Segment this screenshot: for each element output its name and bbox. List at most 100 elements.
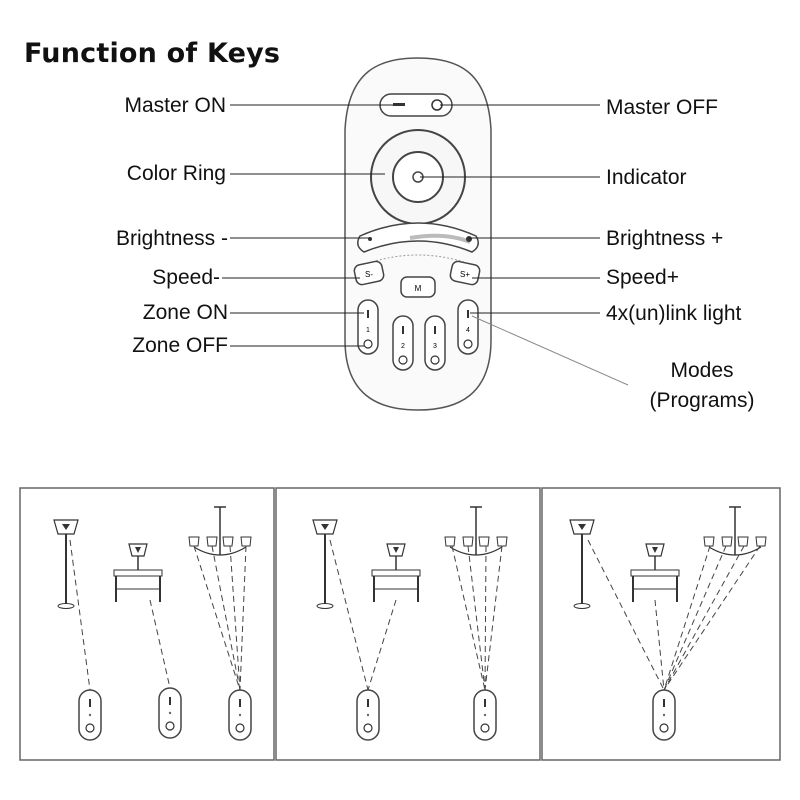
mini-remote-dot — [238, 713, 242, 717]
signal-line — [193, 545, 241, 691]
mini-remote-off — [363, 723, 373, 733]
signal-line — [484, 545, 487, 691]
table-top — [371, 569, 421, 577]
table-lamp — [371, 543, 421, 602]
chandelier — [703, 506, 767, 556]
label-brightness-minus: Brightness - — [115, 227, 228, 250]
leader-modes — [471, 315, 629, 386]
mini-remote-on — [89, 699, 91, 707]
signal-line — [663, 545, 761, 691]
mini-remote — [158, 687, 182, 739]
mini-remote-dot — [168, 711, 172, 715]
signal-line — [69, 539, 91, 691]
page-title: Function of Keys — [24, 38, 281, 69]
mini-remote-off — [659, 723, 669, 733]
panel-individual — [19, 487, 275, 761]
brightness-gradient — [409, 233, 471, 244]
signal-line — [484, 545, 503, 691]
signal-line — [654, 599, 665, 691]
chandelier-bulb — [206, 536, 218, 547]
remote-control: S- M S+ 1 2 3 4 — [344, 57, 492, 411]
label-brightness-plus: Brightness + — [606, 227, 724, 250]
lamp-base — [573, 603, 591, 609]
speed-minus-button-label: S- — [365, 270, 373, 279]
lamp-bulb — [62, 524, 70, 530]
mini-remote-on — [663, 699, 665, 707]
mini-remote — [473, 689, 497, 741]
mini-remote — [356, 689, 380, 741]
zone-1-number: 1 — [366, 327, 370, 334]
signal-line — [587, 539, 665, 691]
label-modes: Modes (Programs) — [632, 356, 772, 416]
mini-remote-dot — [366, 713, 370, 717]
zone-4-on-mark — [467, 310, 469, 318]
floor-lamp — [53, 519, 79, 609]
speed-minus-button[interactable] — [353, 260, 385, 286]
signal-line — [239, 545, 247, 691]
zone-3-number: 3 — [433, 343, 437, 350]
floor-lamp — [569, 519, 595, 609]
signal-line — [211, 545, 241, 691]
zone-2-button[interactable]: 2 — [392, 315, 414, 371]
mini-remote — [228, 689, 252, 741]
lamp-base — [57, 603, 75, 609]
lamp-base — [316, 603, 334, 609]
label-speed-plus: Speed+ — [606, 266, 679, 289]
table-lamp-bulb — [393, 547, 399, 553]
chandelier-bulb — [496, 536, 508, 547]
mini-remote-dot — [662, 713, 666, 717]
chandelier-arm — [708, 546, 762, 556]
zone-3-on-mark — [434, 326, 436, 334]
zone-illustration-panels — [19, 487, 781, 761]
zone-4-button[interactable]: 4 — [457, 299, 479, 355]
speed-plus-button[interactable] — [449, 260, 481, 286]
table-lamp — [630, 543, 680, 602]
label-modes-line2: (Programs) — [649, 389, 755, 412]
zone-2-off-mark — [398, 355, 408, 365]
label-master-off: Master OFF — [606, 96, 719, 119]
floor-lamp — [312, 519, 338, 609]
label-zone-on: Zone ON — [142, 301, 228, 324]
chandelier — [188, 506, 252, 556]
mini-remote — [652, 689, 676, 741]
mini-remote — [78, 689, 102, 741]
panel-all — [541, 487, 781, 761]
label-zone-off: Zone OFF — [132, 334, 228, 357]
signal-line — [663, 545, 727, 691]
table-lamp — [113, 543, 163, 602]
chandelier-bulb — [478, 536, 490, 547]
zone-2-pill — [392, 315, 414, 371]
table-top — [113, 569, 163, 577]
zone-2-number: 2 — [401, 343, 405, 350]
zone-2-on-mark — [402, 326, 404, 334]
brightness-scale — [371, 254, 465, 263]
zone-3-button[interactable]: 3 — [424, 315, 446, 371]
chandelier-bulb — [444, 536, 456, 547]
chandelier-bulb — [721, 536, 733, 547]
zone-4-number: 4 — [466, 327, 470, 334]
mode-button[interactable] — [400, 276, 436, 298]
chandelier-bulb — [222, 536, 234, 547]
speed-plus-button-label: S+ — [460, 270, 470, 279]
signal-line — [663, 545, 711, 691]
signal-line — [229, 545, 241, 691]
mini-remote-on — [239, 699, 241, 707]
table-top — [630, 569, 680, 577]
brightness-plus-dot — [466, 236, 472, 242]
label-master-on: Master ON — [124, 94, 226, 117]
mode-button-label: M — [415, 284, 422, 293]
zone-1-on-mark — [367, 310, 369, 318]
leader-lines — [222, 104, 629, 386]
label-color-ring: Color Ring — [126, 162, 226, 185]
label-modes-line1: Modes — [670, 359, 734, 382]
mini-remote-on — [367, 699, 369, 707]
mini-remote-off — [165, 721, 175, 731]
mini-remote-on — [484, 699, 486, 707]
lamp-bulb — [578, 524, 586, 530]
table-lamp-bulb — [652, 547, 658, 553]
signal-line — [329, 539, 369, 691]
signal-line — [451, 545, 486, 691]
zone-4-off-mark — [463, 339, 473, 349]
master-on-button[interactable] — [393, 103, 405, 106]
